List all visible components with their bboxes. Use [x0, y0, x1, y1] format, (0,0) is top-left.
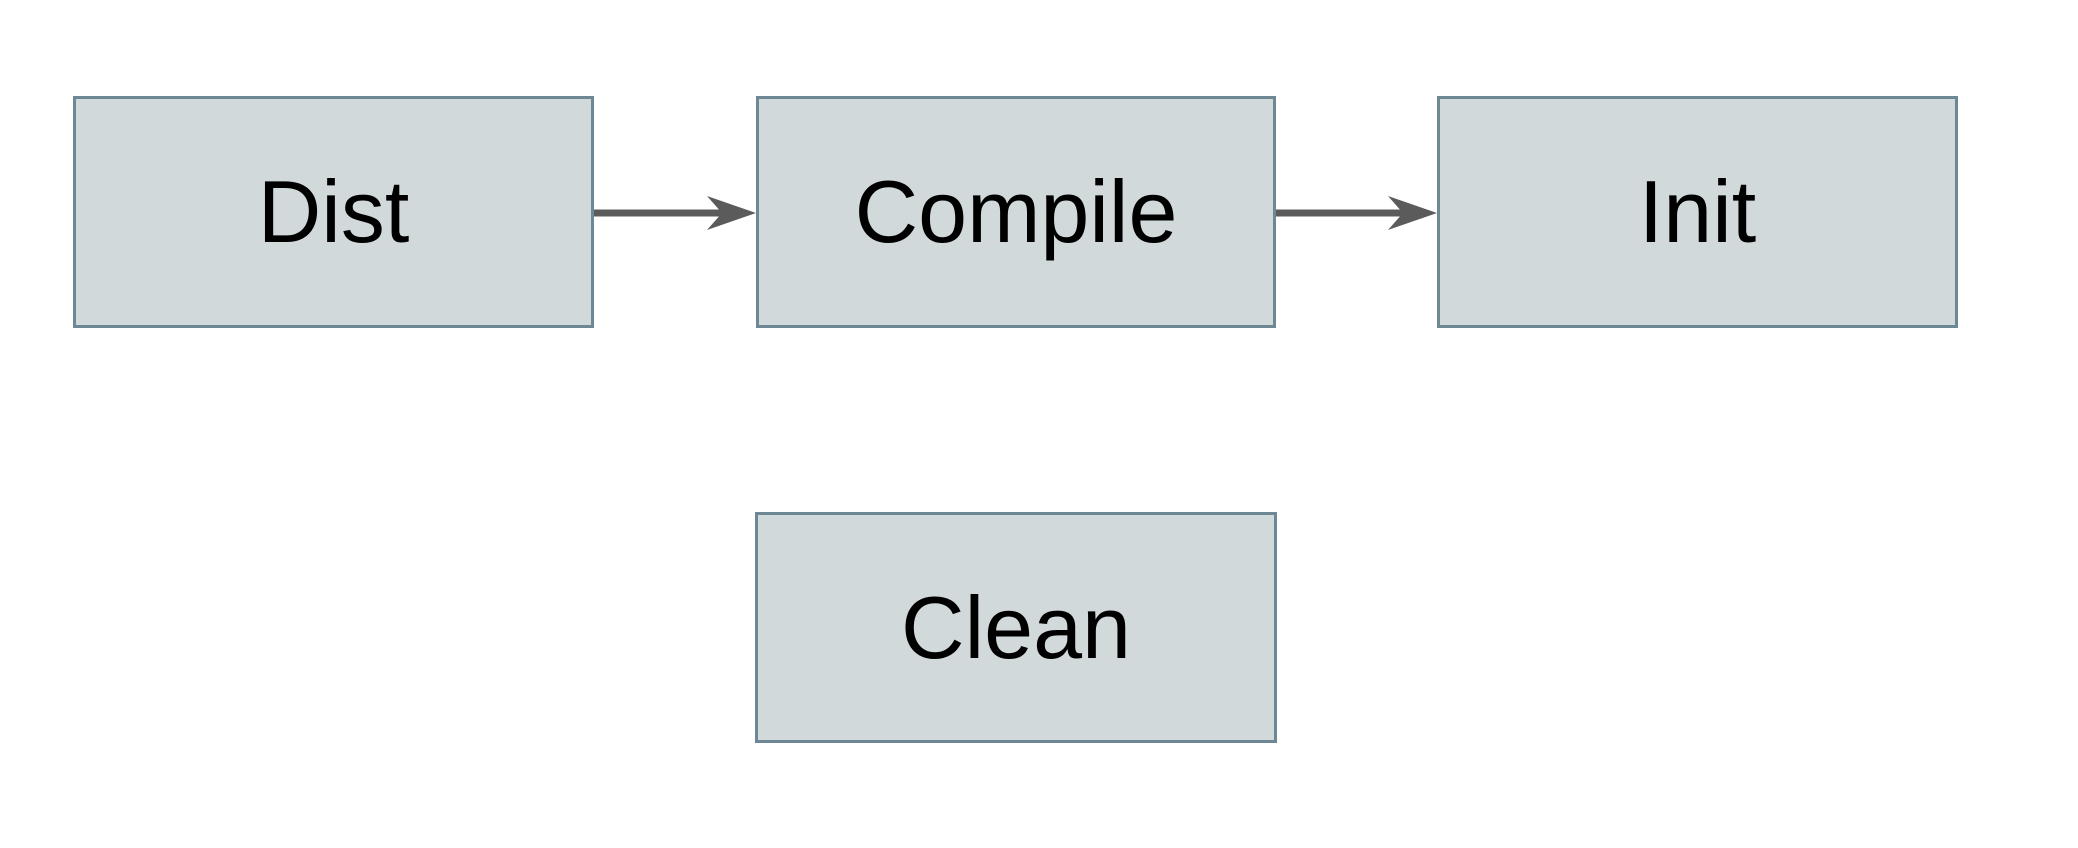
arrow-compile-to-init — [1276, 196, 1437, 230]
node-clean-label: Clean — [901, 577, 1131, 677]
node-init: Init — [1437, 96, 1958, 328]
node-dist: Dist — [73, 96, 594, 328]
node-dist-label: Dist — [257, 162, 410, 261]
node-compile-label: Compile — [854, 162, 1178, 261]
node-init-label: Init — [1638, 162, 1757, 261]
arrow-dist-to-compile — [594, 196, 756, 230]
node-compile: Compile — [756, 96, 1276, 328]
node-clean: Clean — [755, 512, 1277, 743]
